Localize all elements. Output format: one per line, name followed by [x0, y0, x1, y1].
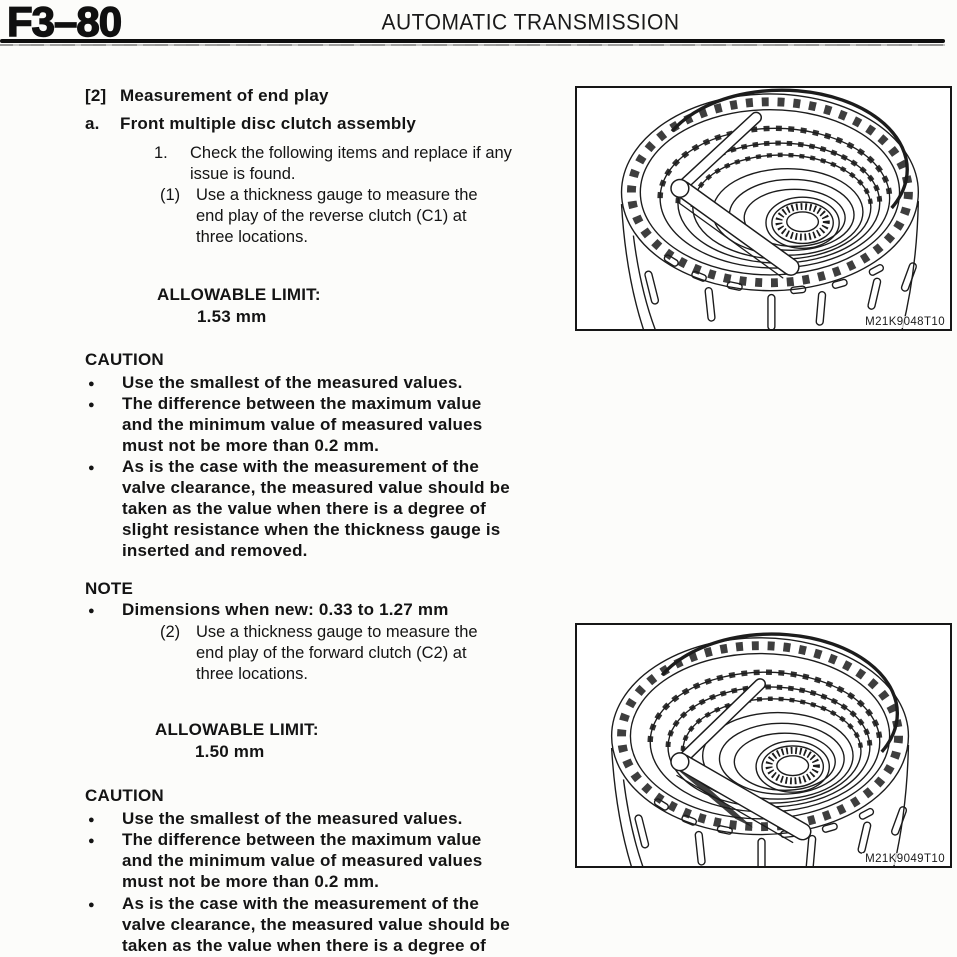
caution-1-item-2-text: The difference between the maximum value… — [122, 394, 483, 455]
note-item-1-text: Dimensions when new: 0.33 to 1.27 mm — [122, 600, 449, 619]
allowable-limit-1-label: ALLOWABLE LIMIT: — [157, 285, 321, 304]
step-1-1: (1) Use a thickness gauge to measure the… — [160, 185, 556, 248]
subsection-label: a. — [85, 114, 100, 133]
figure-reverse-clutch: M21K9048T10 — [575, 86, 952, 331]
allowable-limit-2-label: ALLOWABLE LIMIT: — [155, 720, 319, 739]
header-title: AUTOMATIC TRANSMISSION — [381, 10, 680, 35]
step-1-number: 1. — [154, 144, 168, 162]
note-item-1: ● Dimensions when new: 0.33 to 1.27 mm — [88, 599, 570, 622]
clutch-drum-illustration — [610, 632, 910, 866]
caution-2-title: CAUTION — [85, 786, 164, 805]
header-rule-shadow — [0, 44, 945, 46]
page-number: F3–80 — [6, 0, 122, 46]
gauge-pivot-hole — [670, 178, 690, 198]
caution-2-item-1: ● Use the smallest of the measured value… — [88, 808, 570, 831]
header-rule — [0, 39, 945, 43]
section-heading: [2] Measurement of end play — [85, 85, 329, 106]
caution-1-item-3-text: As is the case with the measurement of t… — [122, 457, 510, 560]
step-1-1-number: (1) — [160, 186, 181, 204]
bullet-icon: ● — [88, 378, 95, 390]
figure-2-caption: M21K9049T10 — [862, 853, 945, 865]
thickness-gauge — [670, 111, 800, 279]
caution-1-item-3: ● As is the case with the measurement of… — [88, 456, 570, 561]
step-1-2-number: (2) — [160, 623, 181, 641]
step-1-2: (2) Use a thickness gauge to measure the… — [160, 622, 556, 685]
clutch-drum-drawing-1 — [620, 88, 920, 329]
bullet-icon: ● — [88, 814, 95, 826]
figure-forward-clutch: M21K9049T10 — [575, 623, 952, 868]
caution-2-item-2-text: The difference between the maximum value… — [122, 830, 483, 891]
caution-1-item-1-text: Use the smallest of the measured values. — [122, 373, 463, 392]
caution-1-item-1: ● Use the smallest of the measured value… — [88, 372, 570, 395]
section-label: [2] — [85, 86, 107, 105]
allowable-limit-2: ALLOWABLE LIMIT: 1.50 mm — [155, 719, 319, 763]
bullet-icon: ● — [88, 462, 95, 474]
clutch-drum-drawing-2 — [610, 632, 910, 866]
caution-1-title: CAUTION — [85, 350, 164, 369]
allowable-limit-1-value: 1.53 mm — [197, 307, 267, 326]
caution-2-item-1-text: Use the smallest of the measured values. — [122, 809, 463, 828]
allowable-limit-2-value: 1.50 mm — [195, 742, 265, 761]
step-1-text: Check the following items and replace if… — [190, 144, 512, 183]
bullet-icon: ● — [88, 399, 95, 411]
subsection-heading: a. Front multiple disc clutch assembly — [85, 113, 416, 134]
bullet-icon: ● — [88, 899, 95, 911]
note-title: NOTE — [85, 579, 134, 598]
bullet-icon: ● — [88, 835, 95, 847]
clutch-drum-illustration — [620, 88, 920, 329]
allowable-limit-1: ALLOWABLE LIMIT: 1.53 mm — [157, 284, 321, 328]
caution-2-item-3-text: As is the case with the measurement of t… — [122, 894, 510, 955]
thickness-gauge — [670, 678, 812, 844]
section-title: Measurement of end play — [120, 86, 329, 105]
caution-2-item-3: ● As is the case with the measurement of… — [88, 893, 570, 956]
subsection-title: Front multiple disc clutch assembly — [120, 114, 417, 133]
step-1: 1. Check the following items and replace… — [154, 143, 550, 185]
caution-2-item-2: ● The difference between the maximum val… — [88, 829, 570, 892]
step-1-2-text: Use a thickness gauge to measure the end… — [196, 623, 478, 683]
caution-1-item-2: ● The difference between the maximum val… — [88, 393, 570, 456]
bullet-icon: ● — [88, 605, 95, 617]
step-1-1-text: Use a thickness gauge to measure the end… — [196, 186, 478, 246]
gauge-pivot-hole — [670, 752, 690, 772]
figure-1-caption: M21K9048T10 — [862, 316, 945, 328]
